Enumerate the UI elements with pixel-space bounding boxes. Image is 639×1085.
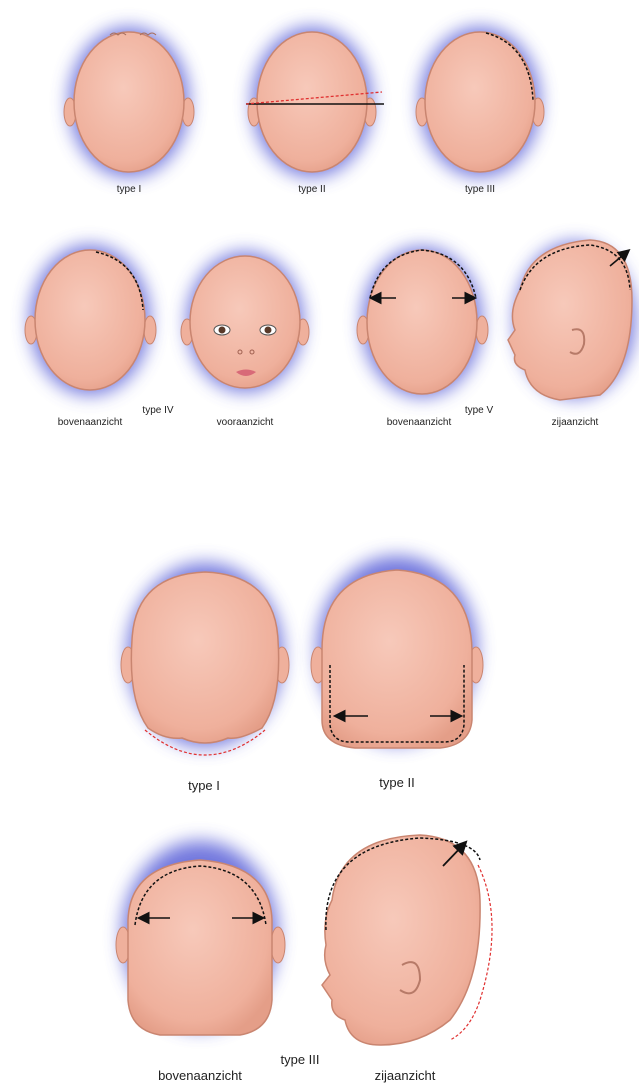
label-zijaanzicht-1: zijaanzicht [552,417,599,428]
head-top-type-4 [25,245,156,395]
head-front-type-4 [181,252,309,392]
label-lower-bovenaanzicht: bovenaanzicht [158,1068,242,1083]
label-lower-type-2: type II [379,775,414,790]
head-top-type-5 [357,247,488,397]
label-type-4: type IV [142,405,173,416]
label-type-3: type III [465,184,495,195]
head-lower-type-3-top [116,841,285,1035]
label-lower-zijaanzicht: zijaanzicht [375,1068,436,1083]
head-top-type-3 [416,27,544,177]
label-bovenaanzicht-1: bovenaanzicht [58,417,123,428]
head-top-type-1 [64,27,194,177]
label-type-2: type II [298,184,325,195]
head-lower-type-1 [121,563,289,755]
label-vooraanzicht: vooraanzicht [217,417,274,428]
label-lower-type-1: type I [188,778,220,793]
head-lower-type-2 [311,556,483,748]
head-lower-type-3-side [320,823,492,1045]
label-bovenaanzicht-2: bovenaanzicht [387,417,452,428]
label-type-5: type V [465,405,494,416]
label-lower-type-3: type III [280,1052,319,1067]
head-top-type-2 [246,27,384,177]
head-side-type-5 [508,240,635,400]
label-type-1: type I [117,184,141,195]
